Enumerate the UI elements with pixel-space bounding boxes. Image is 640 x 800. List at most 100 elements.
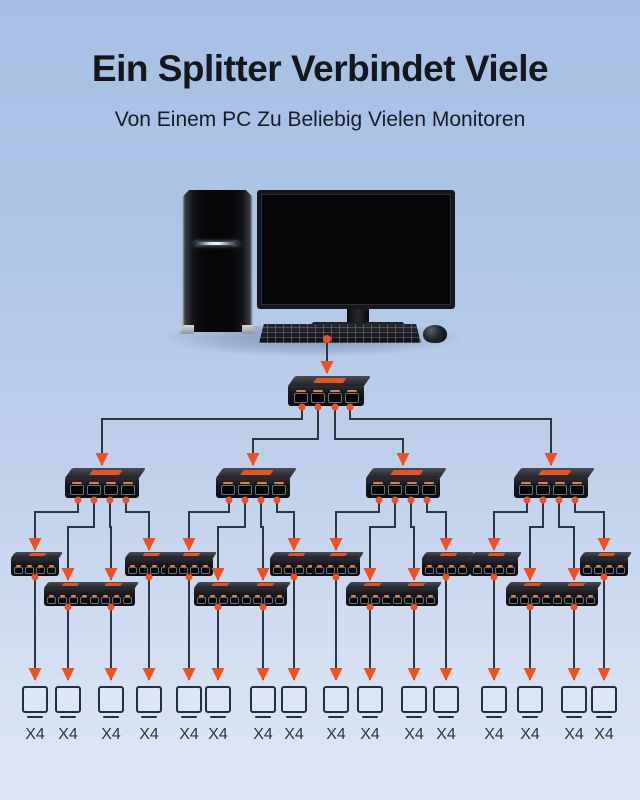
hdmi-port bbox=[531, 595, 540, 604]
hdmi-port bbox=[123, 595, 132, 604]
hdmi-port bbox=[327, 390, 342, 403]
device-front-face bbox=[470, 558, 518, 576]
hdmi-port bbox=[426, 595, 435, 604]
monitor-outline-icon bbox=[323, 686, 349, 718]
monitor-outline-icon bbox=[517, 686, 543, 718]
hdmi-port bbox=[47, 565, 56, 574]
hdmi-port bbox=[14, 565, 23, 574]
device-front-face bbox=[422, 558, 470, 576]
monitor-outline-icon bbox=[561, 686, 587, 718]
hdmi-port bbox=[264, 595, 273, 604]
hdmi-port bbox=[520, 595, 529, 604]
hdmi-port bbox=[553, 595, 562, 604]
brand-sticker bbox=[240, 470, 274, 475]
hdmi-port bbox=[284, 565, 293, 574]
brand-sticker bbox=[61, 583, 80, 586]
hdmi-port bbox=[197, 595, 206, 604]
hdmi-port bbox=[586, 595, 595, 604]
hdmi-port bbox=[253, 595, 262, 604]
device-front-face bbox=[239, 588, 287, 606]
hdmi-port bbox=[425, 565, 434, 574]
hdmi-port bbox=[436, 565, 445, 574]
hdmi-port bbox=[86, 482, 101, 495]
monitor-outline-icon bbox=[281, 686, 307, 718]
monitor-count-label: X4 bbox=[139, 726, 159, 743]
monitor-outline-icon bbox=[98, 686, 124, 718]
hdmi-port bbox=[310, 390, 325, 403]
hdmi-splitter-device bbox=[346, 582, 399, 606]
device-front-face bbox=[165, 558, 213, 576]
hdmi-splitter-device bbox=[87, 582, 140, 606]
hdmi-port bbox=[150, 565, 159, 574]
device-front-face bbox=[87, 588, 135, 606]
device-front-face bbox=[194, 588, 242, 606]
device-front-face bbox=[216, 478, 290, 498]
hdmi-port bbox=[326, 565, 335, 574]
hdmi-port bbox=[179, 565, 188, 574]
hdmi-port bbox=[128, 565, 137, 574]
hdmi-splitter-device bbox=[422, 552, 475, 576]
monitor-count-label: X4 bbox=[520, 726, 540, 743]
hdmi-port bbox=[458, 565, 467, 574]
hdmi-port bbox=[230, 595, 239, 604]
monitor-icon bbox=[257, 190, 455, 309]
hdmi-port bbox=[25, 565, 34, 574]
hdmi-port bbox=[569, 482, 584, 495]
hdmi-splitter-device bbox=[312, 552, 365, 576]
device-front-face bbox=[312, 558, 360, 576]
hdmi-port bbox=[447, 565, 456, 574]
hdmi-port bbox=[518, 482, 533, 495]
monitor-count-label: X4 bbox=[25, 726, 45, 743]
hdmi-port bbox=[552, 482, 567, 495]
monitor-count-label: X4 bbox=[564, 726, 584, 743]
hdmi-port bbox=[275, 595, 284, 604]
hdmi-port bbox=[575, 595, 584, 604]
monitor-count-label: X4 bbox=[179, 726, 199, 743]
hdmi-port bbox=[495, 565, 504, 574]
brand-sticker bbox=[89, 470, 123, 475]
device-front-face bbox=[288, 386, 364, 406]
hdmi-port bbox=[120, 482, 135, 495]
hdmi-port bbox=[90, 595, 99, 604]
hdmi-splitter-device bbox=[514, 468, 596, 498]
device-top-face bbox=[288, 376, 372, 386]
monitor-count-label: X4 bbox=[594, 726, 614, 743]
device-top-face bbox=[216, 468, 298, 478]
brand-sticker bbox=[256, 583, 275, 586]
hdmi-port bbox=[349, 595, 358, 604]
hdmi-port bbox=[535, 482, 550, 495]
brand-sticker bbox=[538, 470, 572, 475]
monitor-count-label: X4 bbox=[326, 726, 346, 743]
hdmi-port bbox=[360, 595, 369, 604]
hdmi-port bbox=[69, 482, 84, 495]
hdmi-port bbox=[337, 565, 346, 574]
brand-sticker bbox=[407, 583, 426, 586]
monitor-count-label: X4 bbox=[360, 726, 380, 743]
device-front-face bbox=[44, 588, 92, 606]
device-top-face bbox=[65, 468, 147, 478]
brand-sticker bbox=[487, 553, 506, 556]
hdmi-port bbox=[415, 595, 424, 604]
monitor-outline-icon bbox=[433, 686, 459, 718]
device-front-face bbox=[506, 588, 554, 606]
device-front-face bbox=[550, 588, 598, 606]
monitor-count-label: X4 bbox=[484, 726, 504, 743]
monitor-outline-icon bbox=[205, 686, 231, 718]
hdmi-port bbox=[348, 565, 357, 574]
hdmi-port bbox=[254, 482, 269, 495]
hdmi-port bbox=[616, 565, 625, 574]
hdmi-port bbox=[69, 595, 78, 604]
hdmi-port bbox=[473, 565, 482, 574]
hdmi-port bbox=[509, 595, 518, 604]
device-front-face bbox=[346, 588, 394, 606]
hdmi-port bbox=[371, 595, 380, 604]
brand-sticker bbox=[104, 583, 123, 586]
hdmi-port bbox=[506, 565, 515, 574]
hdmi-port bbox=[101, 595, 110, 604]
device-top-face bbox=[366, 468, 448, 478]
hdmi-port bbox=[190, 565, 199, 574]
brand-sticker bbox=[287, 553, 306, 556]
mouse-icon bbox=[423, 325, 447, 343]
device-front-face bbox=[366, 478, 440, 498]
brand-sticker bbox=[363, 583, 382, 586]
